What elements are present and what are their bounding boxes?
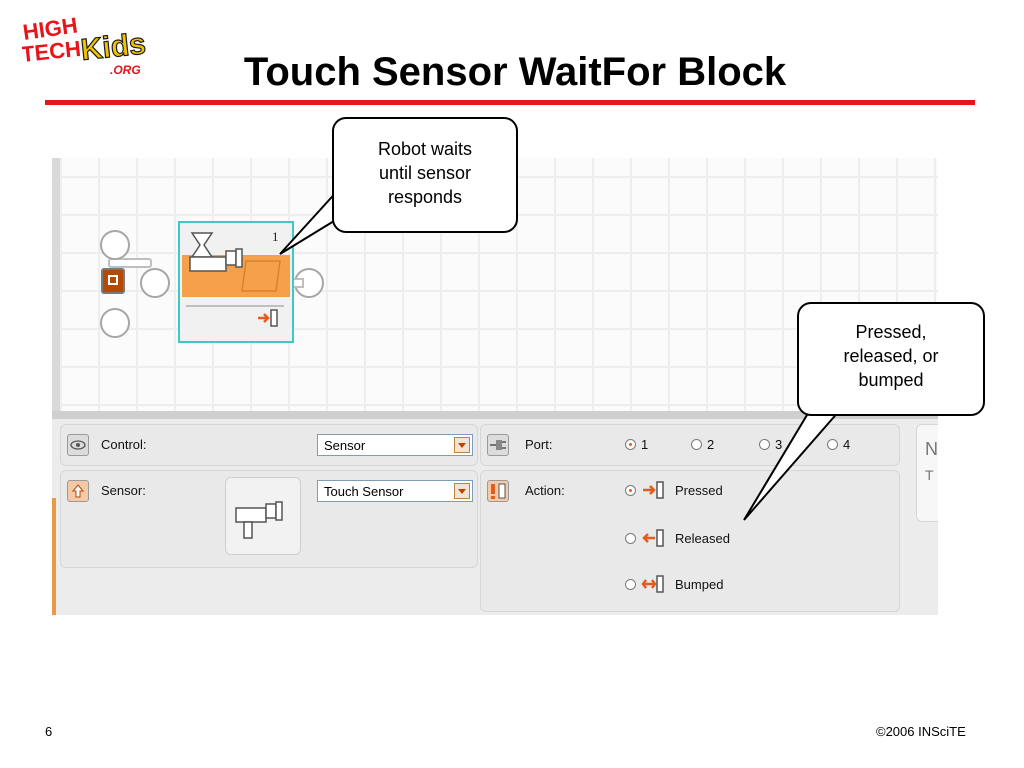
action-radio-bumped[interactable] <box>625 579 636 590</box>
control-select[interactable]: Sensor <box>317 434 473 456</box>
action-option-released: Released <box>675 531 730 546</box>
action-label: Action: <box>525 483 565 498</box>
sensor-select-value: Touch Sensor <box>324 484 404 499</box>
port-option-3: 3 <box>775 437 783 452</box>
sensor-select[interactable]: Touch Sensor <box>317 480 473 502</box>
pressed-arrow-icon <box>258 309 278 327</box>
canvas-divider <box>52 411 938 419</box>
action-radio-pressed[interactable] <box>625 485 636 496</box>
block-data-hub-shape <box>241 260 281 292</box>
block-footer <box>186 305 284 335</box>
block-port-number: 1 <box>272 229 279 244</box>
svg-text:.ORG: .ORG <box>110 63 141 76</box>
action-icon <box>487 480 509 502</box>
callout-block-note-text: Robot waits until sensor responds <box>377 139 473 207</box>
action-row: Action: Pressed Released Bumped <box>480 470 900 612</box>
hourglass-touch-sensor-icon <box>189 232 243 272</box>
program-start-icon[interactable] <box>101 268 125 294</box>
port-option-4: 4 <box>843 437 851 452</box>
svg-text:TECH: TECH <box>22 36 82 67</box>
nxt-screenshot: 1 Control: Sensor Sensor: <box>52 158 938 615</box>
canvas-left-edge <box>52 158 60 411</box>
title-divider <box>45 100 975 105</box>
sensor-row: Sensor: Touch Sensor <box>60 470 478 568</box>
port-radio-4[interactable] <box>827 439 838 450</box>
plug-icon <box>487 434 509 456</box>
chevron-down-icon[interactable] <box>454 437 470 453</box>
released-arrow-icon <box>642 529 664 547</box>
port-row: Port: 1 2 3 4 <box>480 424 900 466</box>
eye-icon <box>67 434 89 456</box>
port-option-2: 2 <box>707 437 715 452</box>
svg-text:Kids: Kids <box>79 27 147 67</box>
control-label: Control: <box>101 437 147 452</box>
action-option-bumped: Bumped <box>675 577 724 592</box>
sensor-arrow-icon <box>67 480 89 502</box>
port-radio-2[interactable] <box>691 439 702 450</box>
callout-action-note: Pressed, released, or bumped <box>797 302 985 416</box>
callout-block-note: Robot waits until sensor responds <box>332 117 518 233</box>
beam-connector-middle[interactable] <box>140 268 170 298</box>
touch-sensor-icon <box>235 501 283 539</box>
touch-sensor-preview <box>225 477 301 555</box>
page-number: 6 <box>45 724 53 739</box>
hightechkids-logo: HIGH TECH Kids .ORG <box>22 16 148 76</box>
port-label: Port: <box>525 437 553 452</box>
slide-title: Touch Sensor WaitFor Block <box>243 50 787 94</box>
touch-sensor-wait-block[interactable]: 1 <box>178 221 294 343</box>
beam-start <box>108 258 152 268</box>
action-option-pressed: Pressed <box>675 483 723 498</box>
port-option-1: 1 <box>641 437 649 452</box>
pressed-arrow-icon <box>643 481 664 499</box>
beam-connector-top[interactable] <box>100 230 130 260</box>
port-radio-1[interactable] <box>625 439 636 450</box>
panel-edge-accent <box>52 498 56 615</box>
beam-connector-bottom[interactable] <box>100 308 130 338</box>
help-panel: N T <box>916 424 938 522</box>
bumped-arrow-icon <box>641 575 664 593</box>
help-panel-text: T <box>925 467 934 483</box>
control-row: Control: Sensor <box>60 424 478 466</box>
chevron-down-icon[interactable] <box>454 483 470 499</box>
help-panel-title: N <box>925 439 938 459</box>
sensor-label: Sensor: <box>101 483 146 498</box>
callout-pointer-action <box>743 409 841 521</box>
callout-action-note-text: Pressed, released, or bumped <box>843 322 939 390</box>
program-canvas[interactable]: 1 <box>60 158 938 411</box>
port-radio-3[interactable] <box>759 439 770 450</box>
control-select-value: Sensor <box>324 438 366 453</box>
action-radio-released[interactable] <box>625 533 636 544</box>
copyright: ©2006 INSciTE <box>876 724 966 739</box>
